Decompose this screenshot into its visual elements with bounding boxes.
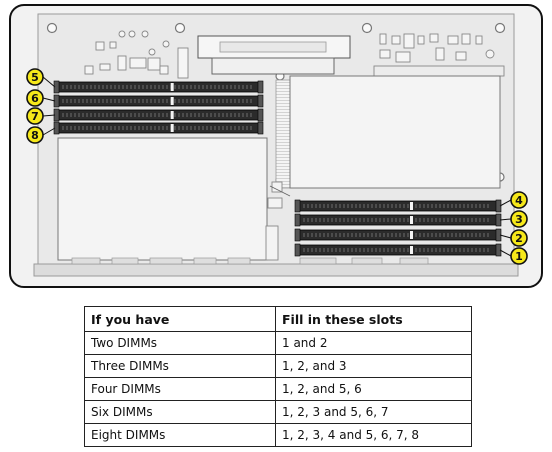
slot-number-label: 1: [515, 250, 523, 263]
slot-number-label: 6: [31, 92, 39, 105]
table-row: Two DIMMs 1 and 2: [84, 331, 472, 355]
dimm-count-cell: Four DIMMs: [84, 377, 276, 401]
board-components-top-left: [84, 30, 189, 79]
table-row: Six DIMMs 1, 2, 3 and 5, 6, 7: [84, 400, 472, 424]
slot-callout-5: 5: [26, 68, 44, 86]
dimm-slot-5: [53, 80, 264, 94]
callout-leader-line: [42, 127, 56, 136]
center-connector: [197, 35, 351, 75]
slot-callout-3: 3: [510, 210, 528, 228]
slots-cell: 1, 2, and 5, 6: [275, 377, 472, 401]
dimm-slot-2: [294, 228, 502, 242]
slot-callout-1: 1: [510, 247, 528, 265]
slot-callout-7: 7: [26, 107, 44, 125]
header-fill-in-these-slots: Fill in these slots: [275, 306, 472, 332]
slot-callouts: 1 2 3 4 5 6 7 8: [26, 68, 528, 265]
dimm-count-cell: Eight DIMMs: [84, 423, 276, 447]
dimm-count-cell: Three DIMMs: [84, 354, 276, 378]
table-row: Three DIMMs 1, 2, and 3: [84, 354, 472, 378]
dimm-slot-3: [294, 213, 502, 227]
callout-leader-line: [499, 249, 512, 257]
callout-leader-line: [42, 76, 56, 88]
callout-leader-line: [499, 199, 512, 207]
header-if-you-have: If you have: [84, 306, 276, 332]
slot-callout-4: 4: [510, 191, 528, 209]
slot-number-label: 2: [515, 232, 523, 245]
board-components-middle: [265, 181, 291, 261]
callout-leader-line: [42, 114, 56, 117]
board-bottom-rail: [33, 263, 519, 277]
dimm-slot-7: [53, 108, 264, 122]
slots-cell: 1, 2, 3 and 5, 6, 7: [275, 400, 472, 424]
table-row: Eight DIMMs 1, 2, 3, 4 and 5, 6, 7, 8: [84, 423, 472, 447]
slot-callout-6: 6: [26, 89, 44, 107]
table-row: Four DIMMs 1, 2, and 5, 6: [84, 377, 472, 401]
table-header-row: If you have Fill in these slots: [84, 306, 472, 332]
callout-leader-line: [499, 234, 512, 239]
memory-slot-diagram: 1 2 3 4 5 6 7 8: [9, 4, 543, 288]
slots-cell: 1, 2, and 3: [275, 354, 472, 378]
board-components-top-right: [373, 33, 505, 77]
dimm-slot-1: [294, 243, 502, 257]
heatsink-right: [289, 75, 501, 189]
slots-cell: 1, 2, 3, 4 and 5, 6, 7, 8: [275, 423, 472, 447]
dimm-fill-order-table: If you have Fill in these slots Two DIMM…: [84, 306, 472, 447]
slot-number-label: 3: [515, 213, 523, 226]
dimm-count-cell: Two DIMMs: [84, 331, 276, 355]
dimm-slot-8: [53, 121, 264, 135]
heatsink-left: [57, 137, 268, 261]
slot-number-label: 8: [31, 129, 39, 142]
slot-callout-8: 8: [26, 126, 44, 144]
slot-number-label: 7: [31, 110, 39, 123]
slot-number-label: 4: [515, 194, 523, 207]
slot-callout-2: 2: [510, 229, 528, 247]
dimm-count-cell: Six DIMMs: [84, 400, 276, 424]
callout-leader-line: [42, 97, 56, 102]
callout-leader-line: [499, 218, 512, 221]
logic-board-illustration: 1 2 3 4 5 6 7 8: [9, 4, 543, 288]
slot-number-label: 5: [31, 71, 39, 84]
dimm-slot-6: [53, 94, 264, 108]
board-components-bottom: [71, 257, 429, 265]
slots-cell: 1 and 2: [275, 331, 472, 355]
dimm-slot-4: [294, 199, 502, 213]
dimm-slots: [53, 80, 502, 257]
